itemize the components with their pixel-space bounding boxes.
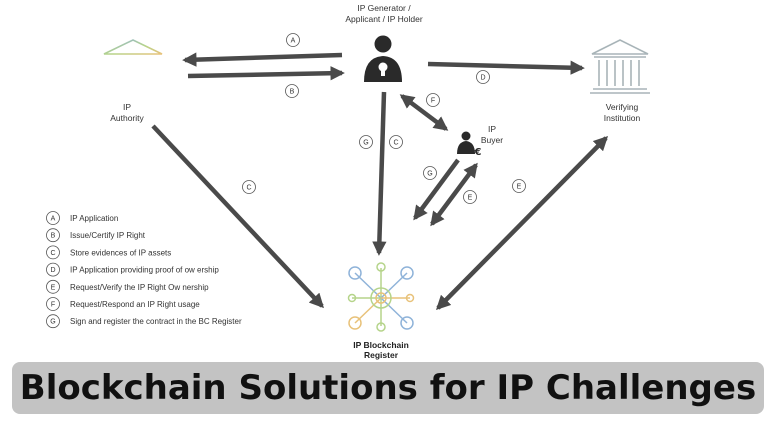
edge-label-e-buyer: E (463, 190, 477, 204)
edge-label-f: F (426, 93, 440, 107)
verifying-institution-label-line1: Verifying (606, 102, 639, 112)
arrow-b (187, 66, 345, 81)
verifying-institution-label-line2: Institution (604, 113, 641, 123)
legend-key-circle (46, 245, 60, 260)
svg-text:B: B (290, 89, 295, 96)
svg-text:G: G (427, 171, 432, 178)
svg-text:C: C (246, 185, 251, 192)
ip-generator-node: IP Generator / Applicant / IP Holder (345, 3, 423, 82)
ip-generator-label-line1: IP Generator / (357, 3, 411, 13)
arrow-c-generator (372, 91, 387, 256)
svg-text:D: D (480, 75, 485, 82)
arrow-f (399, 94, 449, 131)
ip-authority-node: IP Authority (102, 39, 164, 123)
edge-label-d: D (476, 70, 490, 84)
edge-label-c-authority: C (242, 180, 256, 194)
edge-label-g-buyer: G (423, 166, 437, 180)
title-banner: Blockchain Solutions for IP Challenges (12, 362, 764, 414)
legend-key-circle (46, 228, 60, 243)
ip-buyer-label-line2: Buyer (481, 135, 503, 145)
svg-text:E: E (468, 195, 473, 202)
verifying-institution-node: Verifying Institution (590, 39, 650, 123)
ip-blockchain-register-label-line1: IP Blockchain (353, 340, 409, 350)
svg-text:E: E (517, 184, 522, 191)
ip-blockchain-diagram: A B D F G C C G E E IP Authority IP Gene… (46, 3, 650, 360)
arrow-a (182, 52, 343, 67)
legend-text: Sign and register the contract in the BC… (70, 317, 242, 326)
legend-key: G (50, 319, 55, 326)
legend-item: B Issue/Certify IP Right (46, 228, 146, 243)
ip-authority-label-line2: Authority (110, 113, 144, 123)
legend-text: Request/Respond an IP Right usage (70, 300, 200, 309)
ip-buyer-node: € IP Buyer (457, 124, 503, 158)
arrows (151, 52, 609, 311)
legend-item: C Store evidences of IP assets (46, 245, 171, 260)
legend-key: B (51, 233, 56, 240)
ip-blockchain-register-label-line2: Register (364, 350, 399, 360)
edge-label-c-center: C (389, 135, 403, 149)
svg-text:G: G (363, 140, 368, 147)
svg-text:F: F (431, 98, 435, 105)
legend-item: A IP Application (46, 211, 118, 225)
edge-label-b: B (285, 84, 299, 98)
arrow-e-verifier (435, 135, 609, 311)
edge-labels: A B D F G C C G E E (242, 33, 526, 204)
arrow-d (427, 60, 585, 75)
legend-key: F (51, 302, 55, 309)
person-lightbulb-icon (364, 35, 402, 82)
page-title: Blockchain Solutions for IP Challenges (19, 368, 757, 408)
legend-text: IP Application (70, 214, 118, 223)
ip-generator-label-line2: Applicant / IP Holder (345, 14, 422, 24)
edge-label-g-left: G (359, 135, 373, 149)
arrow-c-authority (151, 124, 324, 309)
legend-text: Store evidences of IP assets (70, 248, 171, 257)
legend-key: C (50, 250, 55, 257)
legend-key-circle (46, 279, 60, 294)
legend-text: Issue/Certify IP Right (70, 231, 146, 240)
legend-key: A (51, 216, 56, 223)
legend-item: G Sign and register the contract in the B… (46, 314, 242, 329)
network-node-icon (347, 262, 415, 332)
bank-building-icon (590, 39, 650, 94)
svg-text:C: C (393, 140, 398, 147)
person-euro-icon: € (457, 131, 482, 158)
legend-item: F Request/Respond an IP Right usage (46, 297, 200, 311)
edge-label-a: A (286, 33, 300, 47)
legend-key: E (51, 284, 56, 291)
ip-blockchain-register-node: IP Blockchain Register (347, 262, 415, 360)
bank-building-icon (102, 39, 164, 92)
legend-key-circle (46, 211, 60, 225)
edge-label-e-verifier: E (512, 179, 526, 193)
svg-text:€: € (474, 147, 482, 158)
legend-item: D IP Application providing proof of ow er… (46, 262, 219, 277)
legend-key-circle (46, 297, 60, 311)
legend-key: D (50, 267, 55, 274)
legend-key-circle (46, 262, 60, 277)
ip-buyer-label-line1: IP (488, 124, 496, 134)
legend-key-circle (46, 314, 60, 329)
legend-text: Request/Verify the IP Right Ow nership (70, 283, 209, 292)
svg-text:A: A (291, 38, 296, 45)
arrow-g (413, 158, 460, 221)
legend-text: IP Application providing proof of ow ers… (70, 266, 219, 275)
legend-item: E Request/Verify the IP Right Ow nership (46, 279, 209, 294)
ip-authority-label-line1: IP (123, 102, 131, 112)
